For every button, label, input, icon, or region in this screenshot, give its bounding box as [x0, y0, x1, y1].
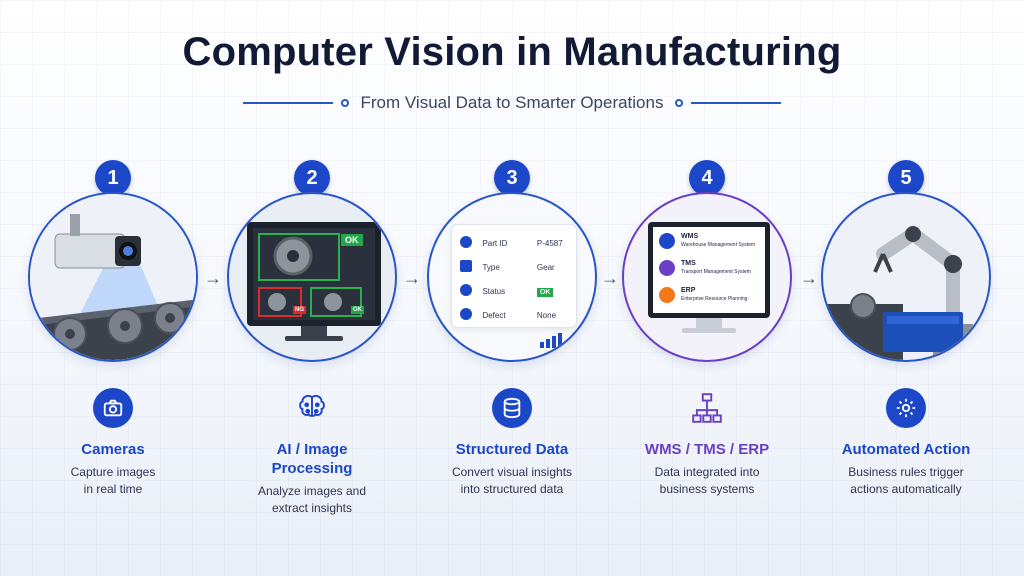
- robot-arm-illustration: [821, 192, 991, 362]
- step-description-line-1: Convert visual insights: [451, 465, 573, 479]
- camera-icon: [93, 388, 133, 428]
- arrow-right-icon: →: [403, 268, 421, 288]
- step-title-line-1: AI / Image: [276, 441, 348, 458]
- system-name: Warehouse Management System: [681, 242, 756, 248]
- truck-icon: [659, 260, 675, 276]
- ok-small-label: OK: [351, 306, 364, 314]
- step-cameras: 1 Cameras Capture images in real time: [13, 160, 213, 540]
- status-badge: OK: [536, 288, 554, 297]
- monitor-frame: WMS Warehouse Management System TMS Tran…: [648, 222, 770, 318]
- data-card: Part ID P-4587 Type Gear Status OK Defec…: [451, 224, 577, 328]
- camera-scene-icon: [30, 194, 196, 360]
- system-code: ERP: [681, 287, 696, 294]
- ai-monitor-illustration: OK NG OK: [227, 192, 397, 362]
- ng-label: NG: [293, 306, 306, 314]
- table-row: Status OK: [460, 281, 554, 299]
- data-table-illustration: Part ID P-4587 Type Gear Status OK Defec…: [427, 192, 597, 362]
- step-number-badge: 1: [95, 160, 131, 196]
- step-title: Automated Action: [841, 441, 971, 458]
- gear-icon: [886, 388, 926, 428]
- monitor-screen: WMS Warehouse Management System TMS Tran…: [653, 227, 765, 313]
- step-ai-processing: 2 OK NG OK AI / Image Processing Analyze…: [212, 160, 412, 540]
- id-icon: [460, 235, 472, 248]
- step-number-badge: 3: [494, 160, 530, 196]
- table-row: Defect None: [460, 305, 556, 323]
- step-number-badge: 2: [294, 160, 330, 196]
- system-name: Enterprise Resource Planning: [681, 296, 748, 302]
- system-code: TMS: [681, 260, 696, 267]
- step-automated-action: 5 Automated Action Business rules trigge…: [806, 160, 1006, 540]
- brain-icon: [292, 388, 332, 428]
- ok-label: OK: [341, 234, 363, 246]
- step-title: WMS / TMS / ERP: [644, 441, 770, 458]
- field-value: Gear: [536, 263, 555, 272]
- field-label: Defect: [482, 311, 506, 320]
- step-description-line-1: Data integrated into: [654, 465, 760, 479]
- step-description-line-1: Analyze images and: [257, 484, 367, 498]
- subtitle-dot-left: [340, 99, 349, 107]
- step-structured-data: 3 Part ID P-4587 Type Gear Status OK Def…: [412, 160, 612, 540]
- step-description-line-2: extract insights: [271, 501, 353, 515]
- step-description-line-1: Capture images: [70, 465, 156, 479]
- step-description-line-2: actions automatically: [850, 482, 962, 496]
- barcode-icon: [460, 259, 472, 272]
- page-title: Computer Vision in Manufacturing: [182, 30, 842, 74]
- robot-scene-icon: [823, 225, 973, 360]
- monitor-scene-icon: [247, 222, 381, 341]
- table-row: Type Gear: [460, 257, 555, 275]
- subtitle-line-right: [691, 102, 782, 104]
- page-subtitle: From Visual Data to Smarter Operations: [360, 93, 664, 112]
- subtitle-dot-right: [675, 99, 684, 107]
- field-label: Status: [482, 287, 506, 296]
- step-title-line-2: Processing: [271, 460, 353, 477]
- subtitle-row: From Visual Data to Smarter Operations: [0, 92, 1024, 114]
- step-title: Structured Data: [455, 441, 569, 458]
- monitor-stand: [696, 318, 722, 328]
- step-title: Cameras: [81, 441, 145, 458]
- system-code: WMS: [681, 233, 699, 240]
- step-description-line-2: into structured data: [460, 482, 564, 496]
- arrow-right-icon: →: [601, 268, 619, 288]
- shield-icon: [460, 307, 472, 320]
- bar-chart-icon: [540, 333, 562, 348]
- systems-monitor-illustration: WMS Warehouse Management System TMS Tran…: [622, 192, 792, 362]
- table-row: Part ID P-4587: [460, 233, 563, 251]
- network-icon: [687, 388, 727, 428]
- subtitle-line-left: [242, 102, 333, 104]
- database-icon: [492, 388, 532, 428]
- monitor-base: [682, 328, 736, 333]
- field-value: P-4587: [536, 239, 563, 248]
- arrow-right-icon: →: [204, 268, 222, 288]
- system-name: Transport Management System: [681, 269, 751, 275]
- field-label: Type: [482, 263, 500, 272]
- field-label: Part ID: [482, 239, 508, 248]
- check-icon: [460, 283, 472, 296]
- step-business-systems: 4 WMS Warehouse Management System TMS Tr…: [607, 160, 807, 540]
- chart-icon: [659, 287, 675, 303]
- arrow-right-icon: →: [800, 268, 818, 288]
- field-value: None: [536, 311, 557, 320]
- step-description-line-1: Business rules trigger: [848, 465, 964, 479]
- warehouse-icon: [659, 233, 675, 249]
- step-description-line-2: in real time: [83, 482, 143, 496]
- step-number-badge: 4: [689, 160, 725, 196]
- camera-illustration: [28, 192, 198, 362]
- step-description-line-2: business systems: [659, 482, 755, 496]
- step-number-badge: 5: [888, 160, 924, 196]
